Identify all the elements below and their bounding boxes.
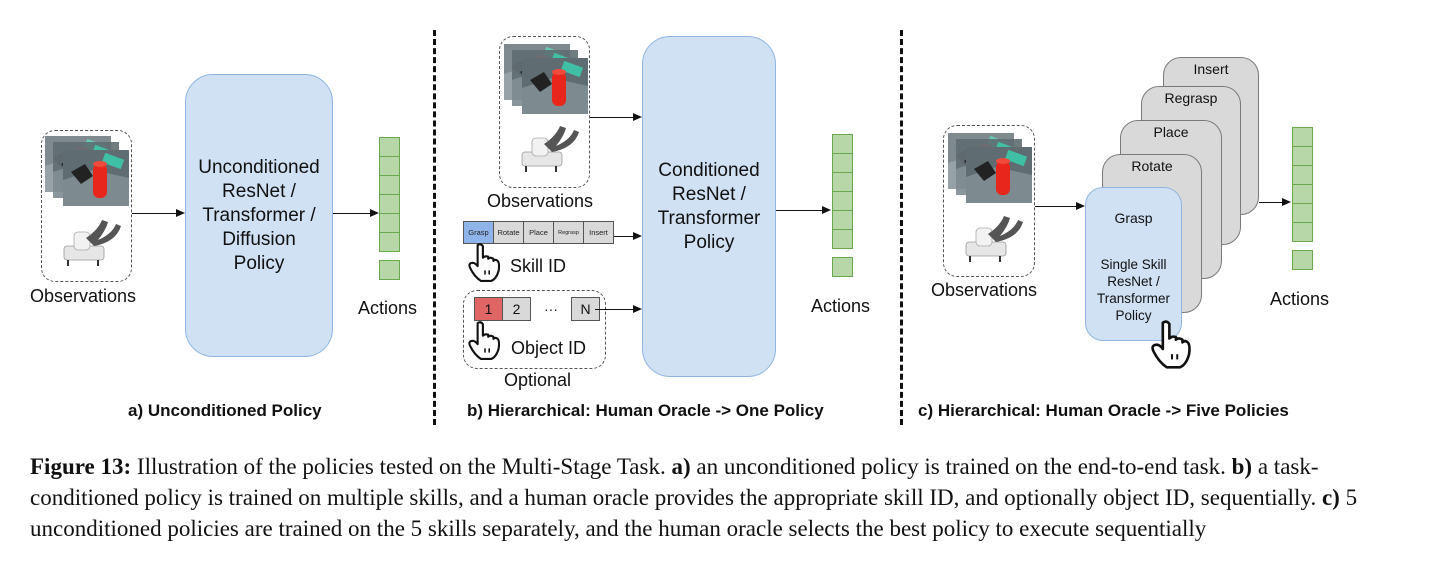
robot-arm-image xyxy=(63,219,122,267)
skill-id-label: Skill ID xyxy=(510,256,567,276)
policy-text: Unconditioned ResNet / Transformer / Dif… xyxy=(198,156,320,274)
actions-label: Actions xyxy=(358,298,418,318)
action-cell xyxy=(379,232,400,252)
action-cell xyxy=(832,134,853,154)
action-cell xyxy=(832,257,853,277)
panel-divider xyxy=(433,30,436,425)
object-id-selector: 1 2 ··· N xyxy=(474,297,600,321)
actions-vector xyxy=(379,137,400,280)
action-cell xyxy=(379,137,400,157)
panel-divider xyxy=(900,30,903,425)
skill-option-place[interactable]: Place xyxy=(523,221,554,244)
arrow-obs-to-policy xyxy=(132,213,177,214)
camera-image-stack xyxy=(45,136,129,206)
arrow-obs-to-policy xyxy=(590,117,634,118)
object-ellipsis: ··· xyxy=(544,301,558,317)
object-option-1[interactable]: 1 xyxy=(474,297,503,321)
policy-card-grasp[interactable]: Grasp Single Skill ResNet / Transformer … xyxy=(1085,187,1182,341)
observations-group xyxy=(943,125,1035,277)
actions-label: Actions xyxy=(1270,289,1330,309)
panel-a-title: a) Unconditioned Policy xyxy=(128,401,322,420)
optional-object-group xyxy=(463,290,606,369)
hand-cursor-icon xyxy=(468,321,501,360)
action-cell xyxy=(1292,127,1313,147)
grasp-card-title: Grasp xyxy=(1114,209,1153,226)
conditioned-policy-box: Conditioned ResNet / Transformer Policy xyxy=(642,36,776,377)
optional-label: Optional xyxy=(504,370,572,390)
arrow-skill-to-policy xyxy=(614,236,634,237)
arrowhead xyxy=(633,305,642,313)
action-cell xyxy=(379,213,400,233)
panel-b-title: b) Hierarchical: Human Oracle -> One Pol… xyxy=(467,401,824,420)
robot-arm-image xyxy=(965,215,1024,263)
arrow-policy-to-actions xyxy=(333,213,371,214)
observations-label: Observations xyxy=(931,280,1038,300)
unconditioned-policy-box: Unconditioned ResNet / Transformer / Dif… xyxy=(185,74,333,357)
action-cell xyxy=(832,210,853,230)
arrowhead xyxy=(633,232,642,240)
actions-vector xyxy=(1292,127,1313,270)
panel-c-title: c) Hierarchical: Human Oracle -> Five Po… xyxy=(918,401,1289,420)
action-cell xyxy=(832,153,853,173)
arrow-obs-to-policies xyxy=(1035,206,1077,207)
policy-text: Conditioned ResNet / Transformer Policy xyxy=(657,159,761,253)
figure-label: Figure 13: xyxy=(30,454,132,479)
action-cell xyxy=(832,191,853,211)
action-cell xyxy=(379,175,400,195)
actions-label: Actions xyxy=(811,296,871,316)
action-cell xyxy=(1292,203,1313,223)
action-cell xyxy=(379,194,400,214)
action-cell xyxy=(832,229,853,249)
object-id-label: Object ID xyxy=(511,338,587,358)
skill-option-rotate[interactable]: Rotate xyxy=(493,221,524,244)
arrow-policy-to-actions xyxy=(776,210,823,211)
skill-option-regrasp[interactable]: Regrasp xyxy=(553,221,584,244)
skill-option-grasp[interactable]: Grasp xyxy=(463,221,494,244)
arrow-policies-to-actions xyxy=(1259,202,1283,203)
action-cell xyxy=(379,260,400,280)
hand-cursor-icon xyxy=(1151,320,1191,369)
action-cell xyxy=(1292,184,1313,204)
arrowhead xyxy=(633,113,642,121)
action-cell xyxy=(1292,165,1313,185)
robot-arm-image xyxy=(521,125,580,173)
action-cell xyxy=(832,172,853,192)
camera-image-stack xyxy=(504,44,588,114)
action-cell xyxy=(1292,146,1313,166)
skill-option-insert[interactable]: Insert xyxy=(583,221,614,244)
skill-id-selector: Grasp Rotate Place Regrasp Insert xyxy=(463,221,614,244)
actions-vector xyxy=(832,134,853,277)
action-cell xyxy=(1292,222,1313,242)
arrowhead xyxy=(1076,202,1085,210)
arrowhead xyxy=(822,206,831,214)
figure-caption: Figure 13: Illustration of the policies … xyxy=(30,454,1358,541)
observations-label: Observations xyxy=(30,286,137,306)
action-cell xyxy=(379,156,400,176)
arrow-object-to-policy xyxy=(595,309,634,310)
hand-cursor-icon xyxy=(468,243,501,282)
observations-group xyxy=(41,130,132,282)
camera-image-stack xyxy=(948,133,1032,203)
observations-label: Observations xyxy=(487,191,594,211)
action-cell xyxy=(1292,250,1313,270)
arrowhead xyxy=(370,209,379,217)
arrowhead xyxy=(1282,198,1291,206)
object-option-2[interactable]: 2 xyxy=(502,297,531,321)
grasp-card-text: Single Skill ResNet / Transformer Policy xyxy=(1096,256,1170,323)
observations-group xyxy=(499,36,590,188)
arrowhead xyxy=(176,209,185,217)
